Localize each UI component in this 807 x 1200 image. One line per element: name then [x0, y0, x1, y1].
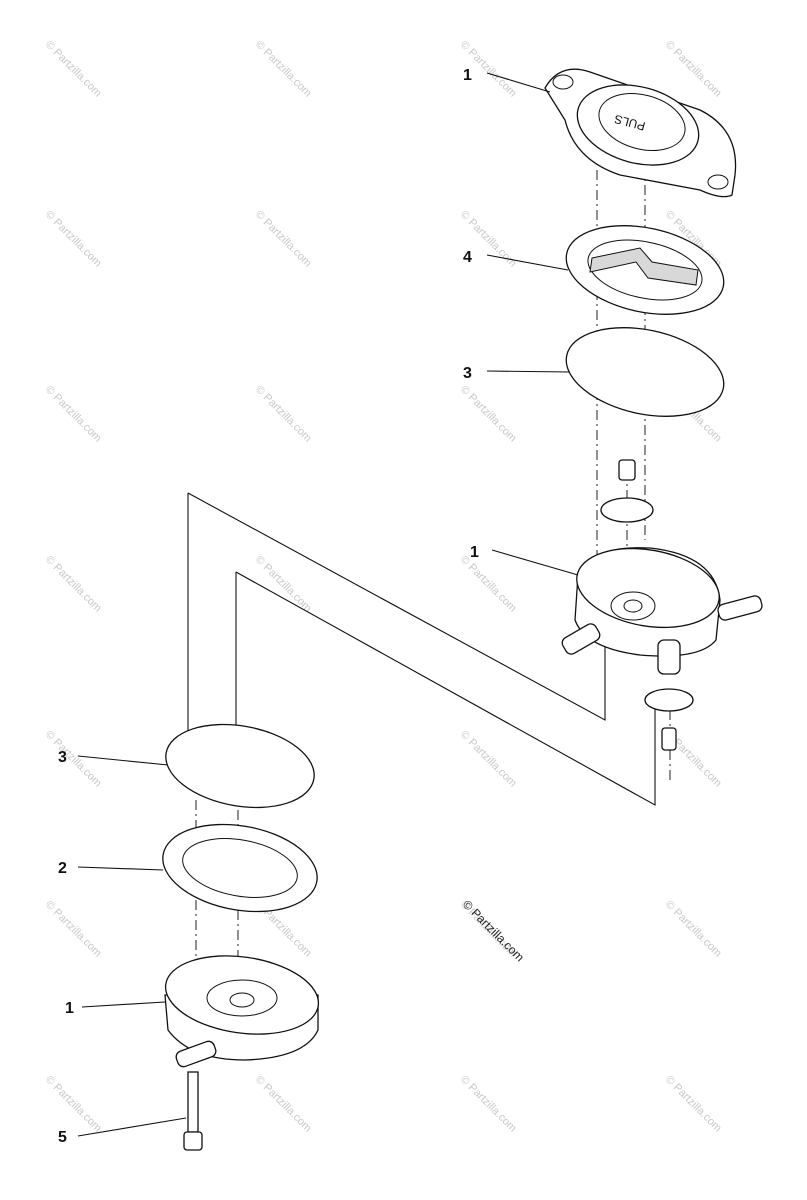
leader-lines — [77, 72, 579, 1137]
watermark-text: © Partzilla.com — [43, 554, 104, 615]
watermark-text: © Partzilla.com — [43, 209, 104, 270]
lower-valve-part — [644, 688, 694, 751]
callout-labels: 1 4 3 1 3 2 1 5 — [58, 67, 479, 1146]
callout-bottom-diaphragm: 3 — [58, 749, 67, 766]
top-cover-part: PULS — [544, 68, 737, 198]
watermark-text: © Partzilla.com — [253, 209, 314, 270]
watermark-text: © Partzilla.com — [43, 729, 104, 790]
check-valve-part — [600, 459, 654, 523]
watermark-text: © Partzilla.com — [253, 384, 314, 445]
callout-top-gasket: 4 — [463, 249, 472, 266]
bottom-diaphragm-part — [165, 723, 315, 809]
screw-part — [183, 1071, 203, 1151]
watermark-text: © Partzilla.com — [663, 899, 724, 960]
bottom-gasket-part — [162, 823, 318, 913]
callout-pump-body: 1 — [470, 544, 479, 561]
watermark-text: © Partzilla.com — [43, 384, 104, 445]
watermark-text: © Partzilla.com — [458, 1074, 519, 1135]
callout-bottom-gasket: 2 — [58, 860, 67, 877]
watermark-text: © Partzilla.com — [253, 39, 314, 100]
top-diaphragm-part — [565, 327, 725, 417]
watermark-text: © Partzilla.com — [43, 899, 104, 960]
watermark-text: © Partzilla.com — [663, 1074, 724, 1135]
callout-top-cover: 1 — [463, 67, 472, 84]
callout-top-diaphragm: 3 — [463, 365, 472, 382]
top-gasket-part — [565, 225, 725, 315]
watermark-text: © Partzilla.com — [458, 384, 519, 445]
callout-screw: 5 — [58, 1129, 67, 1146]
watermark-text: © Partzilla.com — [663, 39, 724, 100]
watermark-text: © Partzilla.com — [43, 1074, 104, 1135]
bottom-cover-part — [164, 955, 320, 1068]
watermark-text: © Partzilla.com — [458, 554, 519, 615]
watermark-text: © Partzilla.com — [43, 39, 104, 100]
watermark-text: © Partzilla.com — [253, 1074, 314, 1135]
watermark-text: © Partzilla.com — [253, 554, 314, 615]
watermark-text: © Partzilla.com — [458, 729, 519, 790]
pump-body-part — [561, 547, 763, 675]
copyright-notice: © Partzilla.com — [460, 897, 527, 964]
callout-bottom-cover: 1 — [65, 1000, 74, 1017]
